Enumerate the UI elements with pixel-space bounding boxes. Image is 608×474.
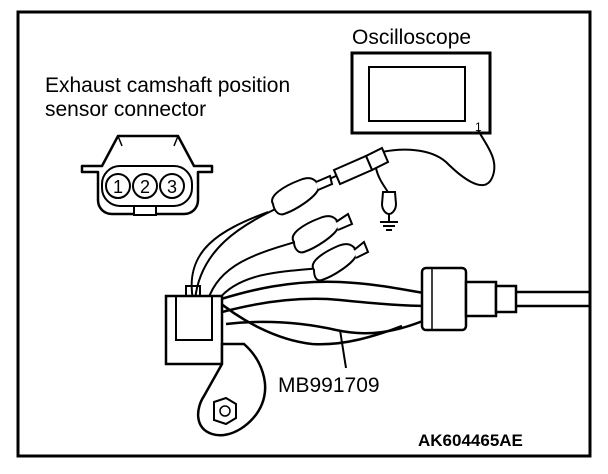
- connector-pin-2: [132, 173, 158, 199]
- test-lead-3: [311, 240, 370, 282]
- connector-label-line1: Exhaust camshaft position: [45, 74, 290, 97]
- sensor-connector-face: 1 2 3: [80, 134, 214, 216]
- connector-label-line2: sensor connector: [45, 98, 206, 121]
- connector-pin-3-label: 3: [167, 177, 177, 197]
- connector-pin-1: [105, 173, 131, 199]
- connector-pin-1-label: 1: [113, 177, 123, 197]
- harness-part-label: MB991709: [278, 374, 380, 397]
- harness-wires: [190, 205, 321, 301]
- camshaft-sensor: [164, 285, 267, 437]
- connector-pin-3: [159, 173, 185, 199]
- oscilloscope-channel-label: 1: [475, 120, 482, 134]
- test-lead-1: [271, 174, 334, 216]
- harness-leader-line: [339, 329, 347, 369]
- harness-connector: [420, 266, 590, 332]
- figure-frame: [16, 10, 592, 458]
- test-lead-2: [291, 212, 354, 254]
- oscilloscope-device: [350, 51, 492, 135]
- ground-clip: [375, 167, 398, 231]
- probe-cable: [381, 129, 496, 186]
- oscilloscope-label: Oscilloscope: [352, 26, 471, 49]
- harness-bundle: [213, 280, 431, 346]
- figure-code: AK604465AE: [418, 431, 523, 450]
- connector-pin-2-label: 2: [140, 177, 150, 197]
